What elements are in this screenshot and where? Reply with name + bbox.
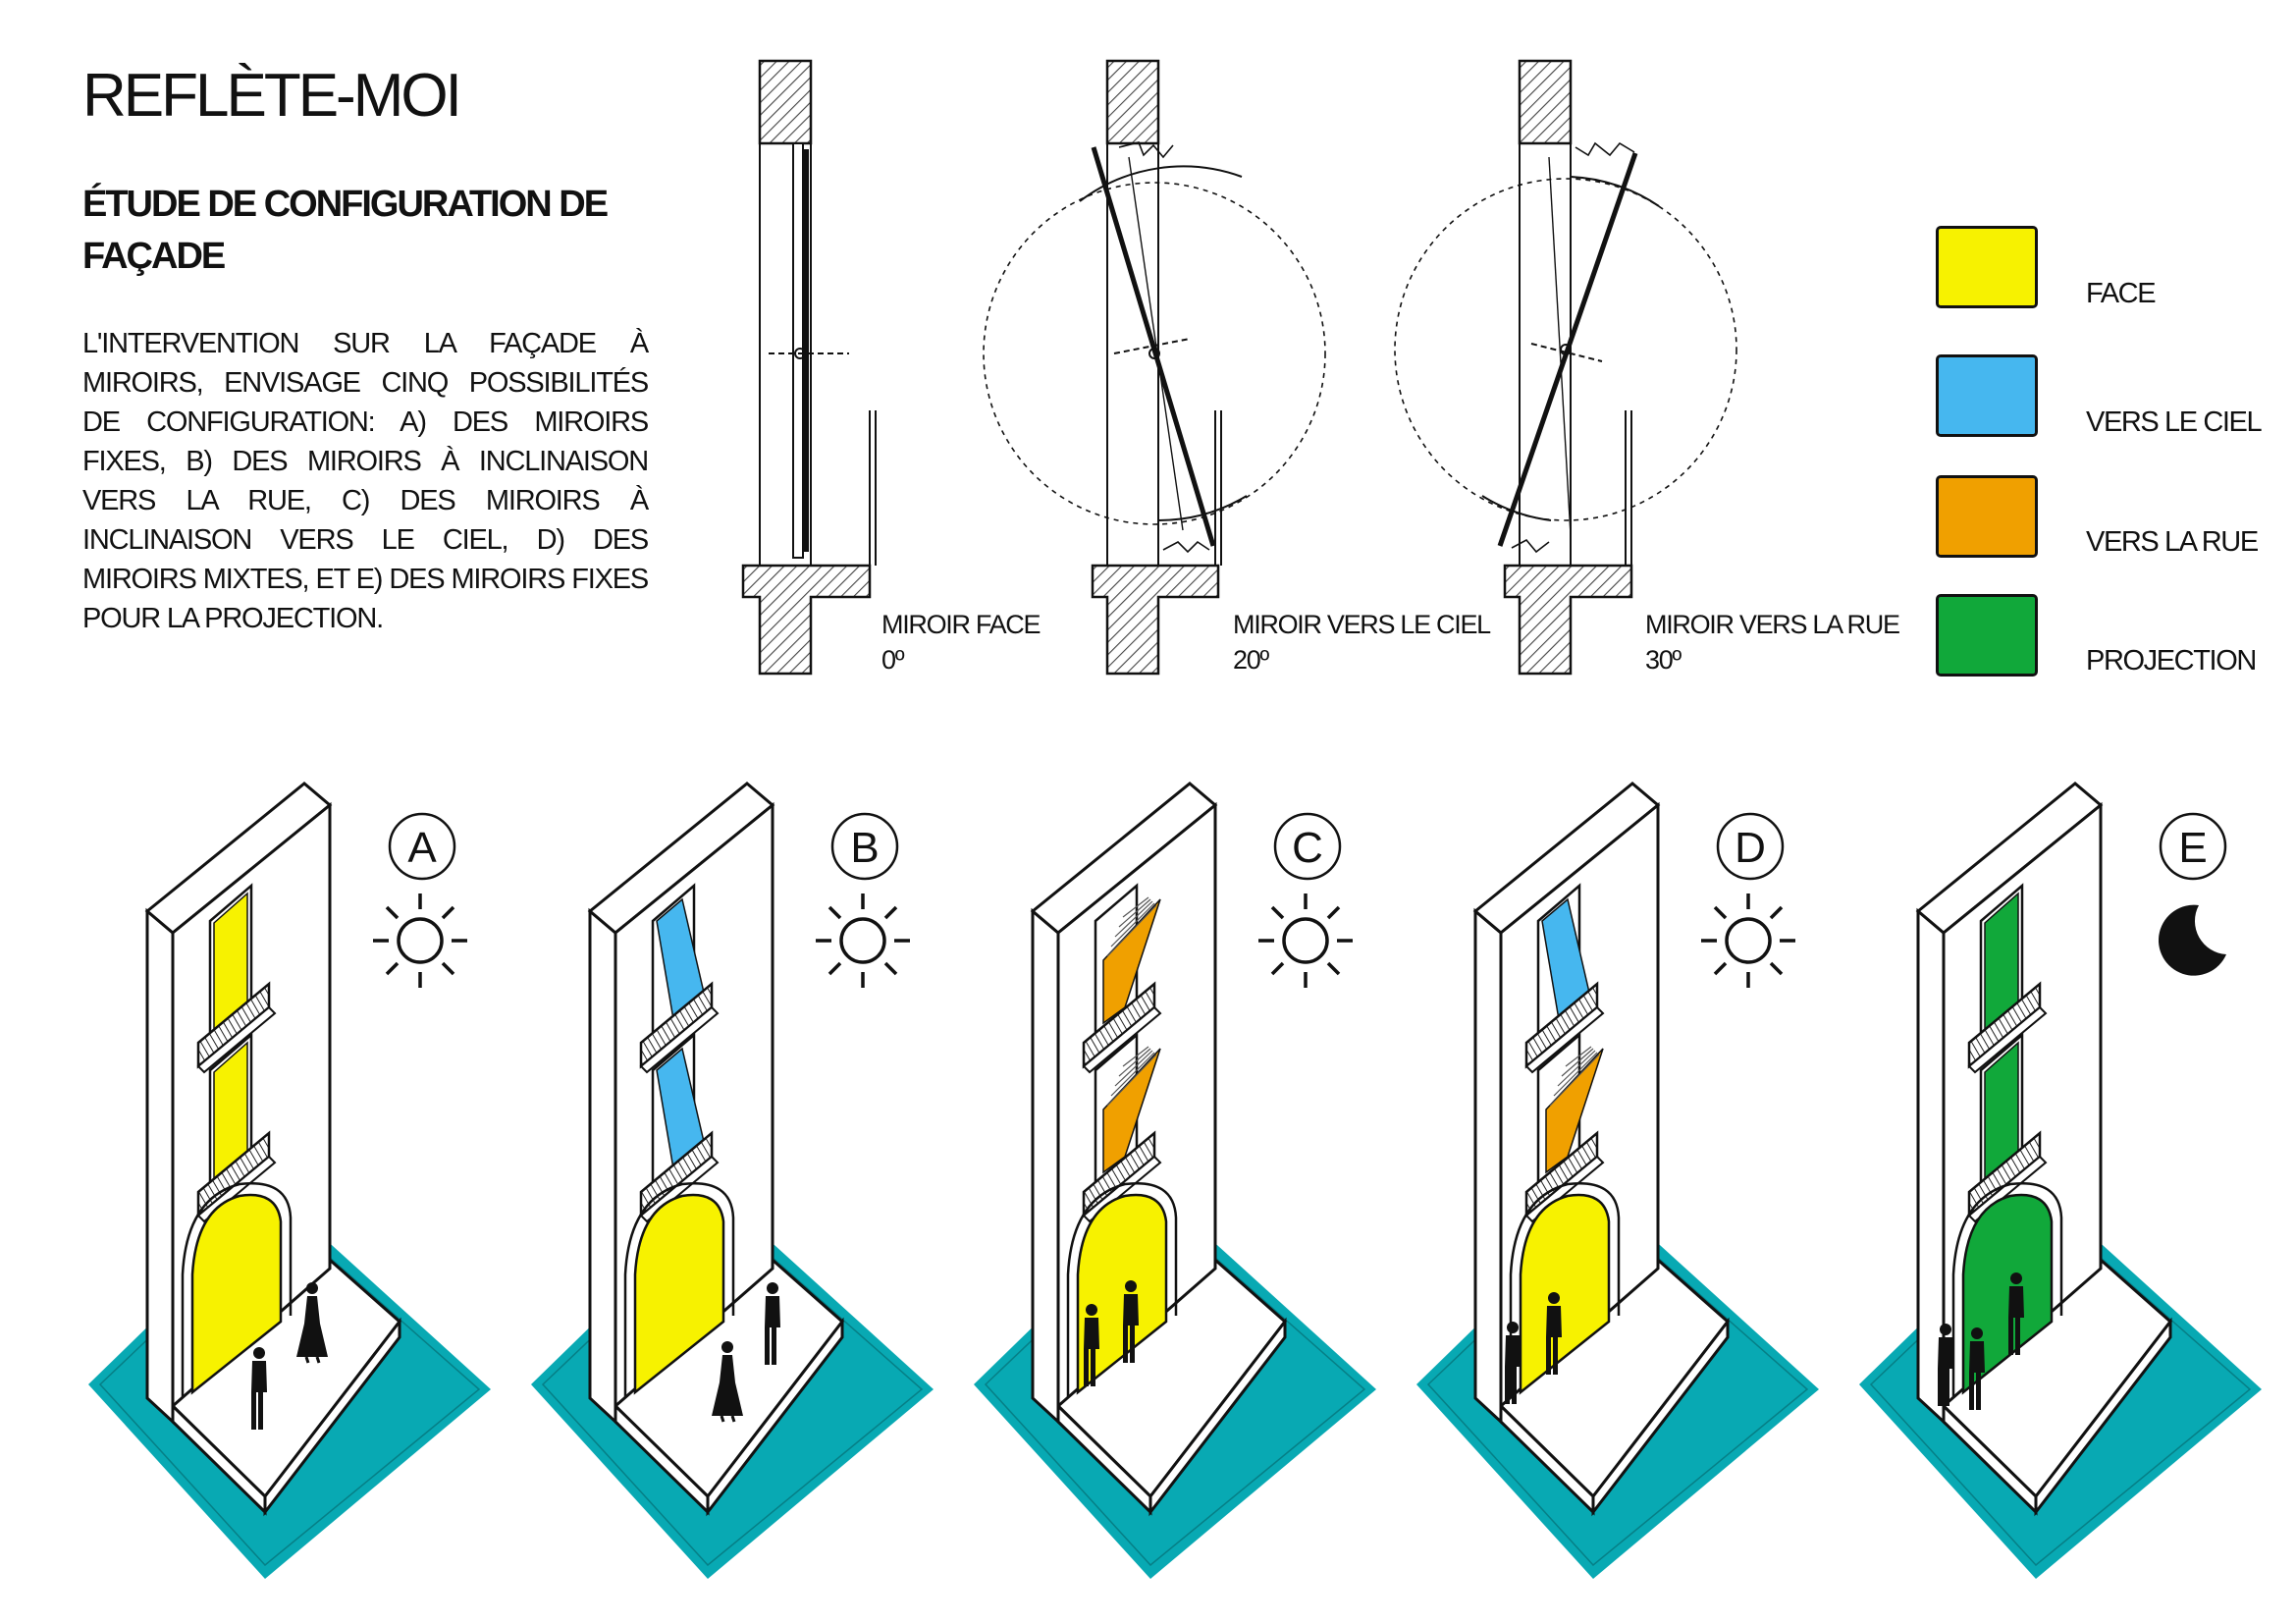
legend-swatch-ciel bbox=[1936, 354, 2038, 437]
legend-label-face: FACE bbox=[2086, 278, 2157, 309]
configuration-letter-circle bbox=[830, 812, 899, 881]
configuration-letter: D bbox=[1735, 824, 1766, 872]
moon-icon bbox=[2158, 904, 2226, 976]
configuration-letter: A bbox=[407, 824, 437, 872]
configuration-c: C bbox=[974, 782, 1376, 1579]
legend-label-ciel: VERS LE CIEL bbox=[2086, 406, 2263, 438]
section-name: MIROIR VERS LE CIEL bbox=[1233, 610, 1491, 639]
legend-swatch-projection bbox=[1936, 594, 2038, 677]
legend-swatch-face bbox=[1936, 226, 2038, 308]
legend-label-projection: PROJECTION bbox=[2086, 645, 2257, 677]
section-drawing-rue bbox=[1394, 59, 1737, 676]
legend-label-rue: VERS LA RUE bbox=[2086, 526, 2259, 558]
arched-door bbox=[190, 1193, 283, 1395]
page-title: REFLÈTE-MOI bbox=[82, 62, 462, 130]
arched-door bbox=[1961, 1193, 2054, 1395]
section-drawing-ciel bbox=[983, 59, 1326, 676]
configuration-b: B bbox=[531, 782, 934, 1579]
sun-icon bbox=[371, 892, 469, 990]
wall-side bbox=[1031, 907, 1060, 1426]
wall-side bbox=[1473, 907, 1503, 1426]
section-angle: 0º bbox=[881, 645, 905, 675]
configuration-letter-circle bbox=[1273, 812, 1342, 881]
intro-text: L'INTERVENTION SUR LA FAÇADE À MIROIRS, … bbox=[82, 328, 649, 634]
arched-door bbox=[633, 1193, 725, 1395]
section-angle: 20º bbox=[1233, 645, 1269, 675]
wall-side bbox=[588, 907, 617, 1426]
section-label-face: MIROIR FACE 0º bbox=[881, 607, 1041, 677]
page-subtitle: ÉTUDE DE CONFIGURATION DE FAÇADE bbox=[82, 184, 609, 277]
configuration-letter: B bbox=[850, 824, 879, 872]
legend-swatch-rue bbox=[1936, 475, 2038, 558]
configuration-e: E bbox=[1859, 782, 2262, 1579]
configuration-d: D bbox=[1416, 782, 1819, 1579]
sun-icon bbox=[814, 892, 912, 990]
section-angle: 30º bbox=[1645, 645, 1682, 675]
section-drawing-face bbox=[741, 59, 877, 676]
section-label-ciel: MIROIR VERS LE CIEL 20º bbox=[1233, 607, 1491, 677]
configuration-letter: E bbox=[2178, 824, 2207, 872]
sun-icon bbox=[1256, 892, 1355, 990]
configuration-letter-circle bbox=[2159, 812, 2227, 881]
configuration-letter-circle bbox=[388, 812, 456, 881]
arched-door bbox=[1519, 1193, 1611, 1395]
section-label-rue: MIROIR VERS LA RUE 30º bbox=[1645, 607, 1900, 677]
section-name: MIROIR VERS LA RUE bbox=[1645, 610, 1900, 639]
arched-door bbox=[1076, 1193, 1168, 1395]
sun-icon bbox=[1699, 892, 1797, 990]
configuration-letter: C bbox=[1292, 824, 1323, 872]
configuration-letter-circle bbox=[1716, 812, 1785, 881]
wall-side bbox=[145, 907, 175, 1426]
configuration-a: A bbox=[88, 782, 491, 1579]
section-name: MIROIR FACE bbox=[881, 610, 1041, 639]
